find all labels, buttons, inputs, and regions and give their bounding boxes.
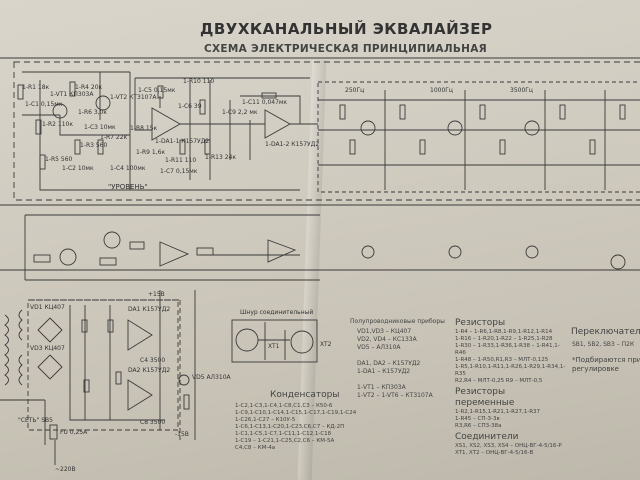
notes-switch: SB1, SB2, SB3 – П2К <box>572 341 635 348</box>
label-c4: 1-C4 100мк <box>110 165 146 172</box>
channel-block-border <box>13 61 640 201</box>
fuse <box>49 424 58 440</box>
label-mains: ~220В <box>55 466 76 473</box>
label-c11: 1-C11 0,047мк <box>242 99 288 106</box>
rectifier-bridge-2 <box>37 354 63 380</box>
label-r9: 1-R9 1,6к <box>136 149 166 156</box>
label-r2: 1-R2 110к <box>42 121 73 128</box>
document-title: ДВУХКАНАЛЬНЫЙ ЭКВАЛАЙЗЕР <box>200 20 493 38</box>
label-freq-250: 250Гц <box>345 87 365 94</box>
label-freq-3500: 3500Гц <box>510 87 534 94</box>
label-c1: 1-C1 0,15мк <box>25 101 63 108</box>
opamp-da1-1 <box>151 107 181 141</box>
led-vd5 <box>178 374 190 386</box>
label-r8: 1-R8 15к <box>130 125 158 132</box>
notes-res-heading: Резисторы <box>455 318 506 328</box>
label-da1: 1-DA1-1 К157УД2 <box>155 138 210 145</box>
notes-switch-heading: Переключатели <box>571 327 640 337</box>
connector-xt2 <box>290 330 314 354</box>
label-ps-da1: DA1 К157УД2 <box>128 306 171 313</box>
label-cord: Шнур соединительный <box>240 309 314 316</box>
label-c9: 1-C9 2,2 мк <box>222 109 258 116</box>
label-minus15: -15В <box>175 431 189 438</box>
label-c7: 1-C7 0,15мк <box>160 168 198 175</box>
label-ps-vd3: VD3 КЦ407 <box>30 345 65 352</box>
notes-semis-heading: Полупроводниковые приборы <box>350 318 445 325</box>
label-r6: 1-R6 3,0к <box>78 109 108 116</box>
opamp-ps-da2 <box>127 379 153 411</box>
label-r1: 1-R1 18к <box>22 84 50 91</box>
notes-semis: VD1,VD3 – КЦ407 VD2, VD4 – КС133А VD5 – … <box>357 328 433 399</box>
label-r13: 1-R13 24к <box>205 154 236 161</box>
transistor-vt1 <box>52 103 68 119</box>
label-r4: 1-R4 20к <box>75 84 103 91</box>
document-subtitle: СХЕМА ЭЛЕКТРИЧЕСКАЯ ПРИНЦИПИАЛЬНАЯ <box>204 43 488 55</box>
notes-footnote: *Подбираются при регулировке <box>572 356 640 373</box>
label-ps-da2: DA2 К157УД2 <box>128 367 171 374</box>
label-r7: 1-R7 22к <box>100 134 128 141</box>
label-freq-1000: 1000Гц <box>430 87 454 94</box>
notes-caps-heading: Конденсаторы <box>270 390 340 400</box>
label-ps-vd5: VD5 АЛ310А <box>192 374 231 381</box>
label-c2: 1-C2 10мк <box>62 165 94 172</box>
notes-res: 1-R4 – 1-R6,1-R8,1-R9,1-R12,1-R14 1-R16 … <box>455 329 566 384</box>
label-r11: 1-R11 110 <box>165 157 197 164</box>
rectifier-bridge-1 <box>37 317 63 343</box>
label-c3: 1-C3 10мк <box>84 124 116 131</box>
notes-caps: 1-C2,1-C3,1-C4,1-C8,C1,C3 – К50-6 1-C9,1… <box>235 403 357 451</box>
label-vt1: 1-VT1 КП303А <box>50 91 94 98</box>
label-xt1: XT1 <box>268 343 280 350</box>
label-r10: 1-R10 110 <box>183 78 215 85</box>
notes-conn-heading: Соединители <box>455 432 519 442</box>
label-c5: 1-C5 0,15мк <box>138 87 176 94</box>
label-ps-c8: C8 3500 <box>140 419 166 426</box>
opamp-da1-2 <box>264 109 291 139</box>
opamp-mid-1 <box>159 241 190 267</box>
label-vt2: 1-VT2 КТ3107А <box>110 94 157 101</box>
label-c6: 1-C6 39 <box>178 103 202 110</box>
transistor-vt2-mid <box>103 231 121 249</box>
label-net-switch: "СЕТЬ" SB5 <box>18 417 53 424</box>
transistor-vt2 <box>95 95 111 111</box>
label-r3: 1-R3 560 <box>80 142 108 149</box>
label-level: "УРОВЕНЬ" <box>108 183 148 191</box>
label-r5: 1-R5 560 <box>45 156 73 163</box>
power-supply-border <box>27 299 179 431</box>
notes-conn: XS1, XS2, XS3, XS4 – ОНЦ-ВГ-4-5/16-Р XT1… <box>455 443 562 456</box>
filter-sections <box>339 90 626 190</box>
notes-resistors-column: Резисторы 1-R4 – 1-R6,1-R8,1-R9,1-R12,1-… <box>455 318 567 459</box>
opamp-mid-2 <box>267 239 297 263</box>
opamp-ps-da1 <box>127 319 153 351</box>
label-da2: 1-DA1-2 К157УД2 <box>265 141 320 148</box>
label-fuse: FU 0,25А <box>60 429 88 436</box>
connector-xt1 <box>235 328 259 352</box>
label-xt2: XT2 <box>320 341 332 348</box>
label-ps-vd1: VD1 КЦ407 <box>30 304 65 311</box>
notes-varres-heading: Резисторы переменные <box>455 387 515 408</box>
notes-varres: 1-R2,1-R15,1-R21,1-R27,1-R37 1-R45 – СП-… <box>455 409 541 429</box>
transistor-vt1-mid <box>59 248 77 266</box>
connector-cord-frame <box>231 319 318 363</box>
label-plus15: +15В <box>148 291 165 298</box>
label-ps-c4: C4 3500 <box>140 357 166 364</box>
filter-block-border <box>317 81 640 193</box>
